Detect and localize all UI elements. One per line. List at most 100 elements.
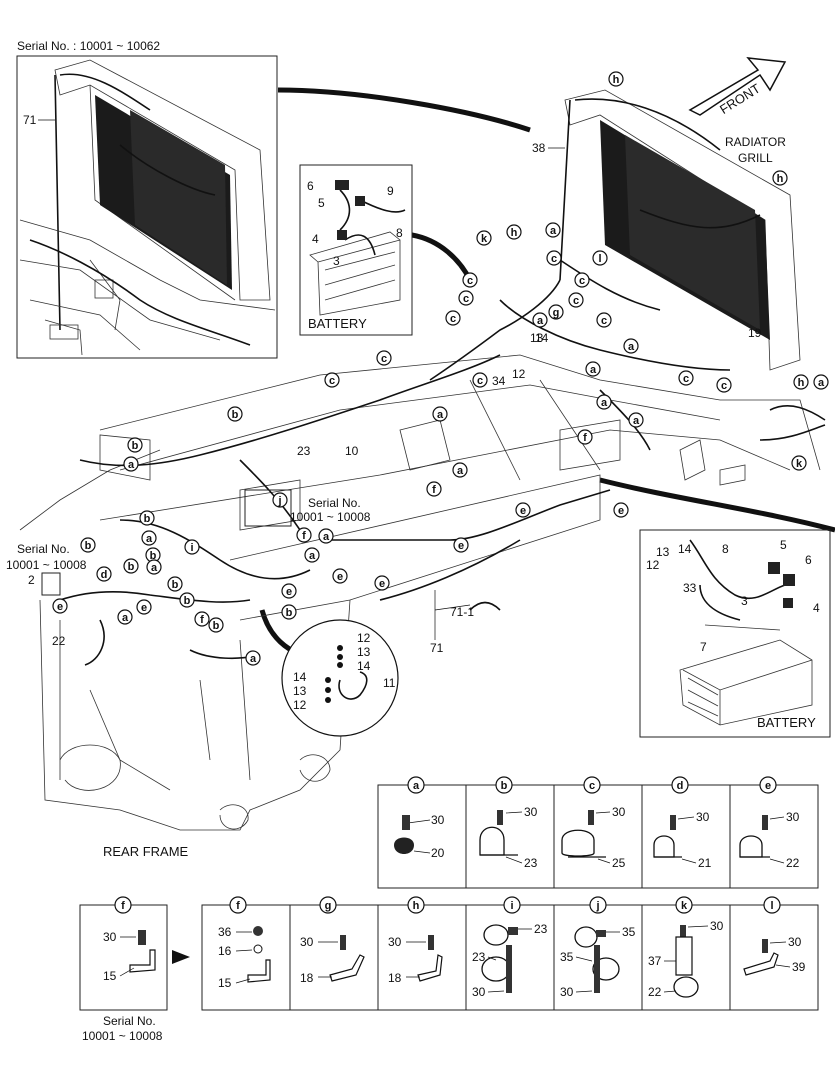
detail-number: 37 bbox=[648, 954, 662, 968]
detail-letter: l bbox=[770, 900, 773, 912]
detail-number: 30 bbox=[431, 813, 445, 827]
part-3-battery-top: 3 bbox=[333, 254, 340, 268]
callout-letter: h bbox=[613, 74, 620, 86]
part-12-circle-bottom: 12 bbox=[293, 698, 307, 712]
part-19: 19 bbox=[748, 326, 762, 340]
callout-letter: a bbox=[122, 612, 129, 624]
part-23-main: 23 bbox=[297, 444, 311, 458]
callout-letter: c bbox=[450, 313, 456, 325]
part-12-main: 12 bbox=[512, 367, 526, 381]
callout-letter: c bbox=[601, 315, 607, 327]
callout-letter: c bbox=[463, 293, 469, 305]
callout-letter: f bbox=[583, 432, 587, 444]
detail-number: 30 bbox=[560, 985, 574, 999]
detail-cell-k: k 30 37 22 bbox=[648, 896, 724, 999]
callout-letter: k bbox=[481, 233, 488, 245]
detail-letter: k bbox=[681, 900, 688, 912]
part-14-circle-bottom: 14 bbox=[293, 670, 307, 684]
detail-number: 15 bbox=[103, 969, 117, 983]
callout-letter: e bbox=[337, 571, 343, 583]
callout-letter: c bbox=[329, 375, 335, 387]
part-14-main: 14 bbox=[535, 331, 549, 345]
part-14-battery-right: 14 bbox=[678, 542, 692, 556]
radiator-main: 38 19 bbox=[532, 89, 801, 371]
part-8-battery-top: 8 bbox=[396, 226, 403, 240]
detail-cell-e: e 30 22 bbox=[739, 776, 800, 870]
inset-battery-right: 13 14 12 8 33 5 6 3 4 7 BATTERY bbox=[639, 529, 831, 738]
battery-right-label: BATTERY bbox=[757, 715, 816, 730]
callout-letter: a bbox=[128, 459, 135, 471]
callout-letter: a bbox=[457, 465, 464, 477]
serial-left-label-2: 10001 ~ 10008 bbox=[6, 558, 87, 572]
callout-letter: c bbox=[721, 380, 727, 392]
detail-number: 36 bbox=[218, 925, 232, 939]
part-12-circle-top: 12 bbox=[357, 631, 371, 645]
radiator-grill-label-1: RADIATOR bbox=[725, 135, 786, 149]
callout-letter: a bbox=[151, 562, 158, 574]
callout-letter: c bbox=[683, 373, 689, 385]
part-2: 2 bbox=[28, 573, 35, 587]
detail-cell-g: g 30 18 bbox=[300, 896, 365, 985]
part-11: 11 bbox=[383, 676, 396, 690]
callout-letter: h bbox=[511, 227, 518, 239]
callout-letter: a bbox=[323, 531, 330, 543]
callout-letter: c bbox=[573, 295, 579, 307]
detail-row1-cells: a 30 20 b 30 23 c 30 25 d bbox=[394, 776, 800, 870]
battery-top-label: BATTERY bbox=[308, 316, 367, 331]
detail-letter: h bbox=[413, 900, 420, 912]
detail-number: 30 bbox=[710, 919, 724, 933]
part-71-main: 71 bbox=[430, 641, 444, 655]
callout-letter: e bbox=[141, 602, 147, 614]
callout-letter: a bbox=[537, 315, 544, 327]
callout-letter: e bbox=[458, 540, 464, 552]
callout-letter: c bbox=[579, 275, 585, 287]
callout-letter: f bbox=[432, 484, 436, 496]
detail-number: 15 bbox=[218, 976, 232, 990]
detail-number: 30 bbox=[103, 930, 117, 944]
detail-number: 23 bbox=[524, 856, 538, 870]
callout-letter: b bbox=[150, 550, 157, 562]
part-7: 7 bbox=[700, 640, 707, 654]
callout-letter: a bbox=[601, 397, 608, 409]
inset-serial-10062: Serial No. : 10001 ~ 10062 71 bbox=[16, 39, 278, 359]
detail-number: 30 bbox=[524, 805, 538, 819]
detail-number: 18 bbox=[300, 971, 314, 985]
detail-table-row2 bbox=[201, 904, 819, 1011]
callout-letter: a bbox=[628, 341, 635, 353]
detail-letter: d bbox=[677, 780, 684, 792]
detail-cell-f-serial: f 30 15 Serial No. 10001 ~ 10008 bbox=[79, 896, 168, 1043]
part-71-1: 71-1 bbox=[450, 605, 474, 619]
detail-number: 22 bbox=[648, 985, 662, 999]
callout-bubbles: h h k h a l c c c c c c c g a a c c a c … bbox=[52, 71, 829, 666]
callout-letter: a bbox=[550, 225, 557, 237]
callout-letter: l bbox=[598, 253, 601, 265]
callout-letter: a bbox=[590, 364, 597, 376]
serial-left-label-1: Serial No. bbox=[17, 542, 70, 556]
detail-cell-a: a 30 20 bbox=[394, 776, 445, 860]
callout-letter: i bbox=[190, 542, 193, 554]
rear-frame-label: REAR FRAME bbox=[103, 844, 189, 859]
callout-letter: a bbox=[146, 533, 153, 545]
detail-number: 23 bbox=[472, 950, 486, 964]
detail-number: 30 bbox=[696, 810, 710, 824]
part-71-inset: 71 bbox=[23, 113, 37, 127]
callout-letter: e bbox=[520, 505, 526, 517]
radiator-grill-label-2: GRILL bbox=[738, 151, 773, 165]
callout-letter: d bbox=[101, 569, 108, 581]
detail-cell-c: c 30 25 bbox=[561, 776, 626, 870]
detail-cell-j: j 35 35 30 bbox=[560, 896, 636, 999]
detail-number: 30 bbox=[786, 810, 800, 824]
detail-cell-d: d 30 21 bbox=[653, 776, 712, 870]
front-arrow: FRONT bbox=[688, 57, 787, 117]
part-12-battery-right: 12 bbox=[646, 558, 660, 572]
callout-letter: a bbox=[633, 415, 640, 427]
detail-number: 30 bbox=[788, 935, 802, 949]
callout-letter: a bbox=[818, 377, 825, 389]
detail-number: 35 bbox=[560, 950, 574, 964]
callout-letter: k bbox=[796, 458, 803, 470]
detail-number: 30 bbox=[612, 805, 626, 819]
detail-cell-h: h 30 18 bbox=[388, 896, 443, 985]
part-8-battery-right: 8 bbox=[722, 542, 729, 556]
part-9-battery-top: 9 bbox=[387, 184, 394, 198]
